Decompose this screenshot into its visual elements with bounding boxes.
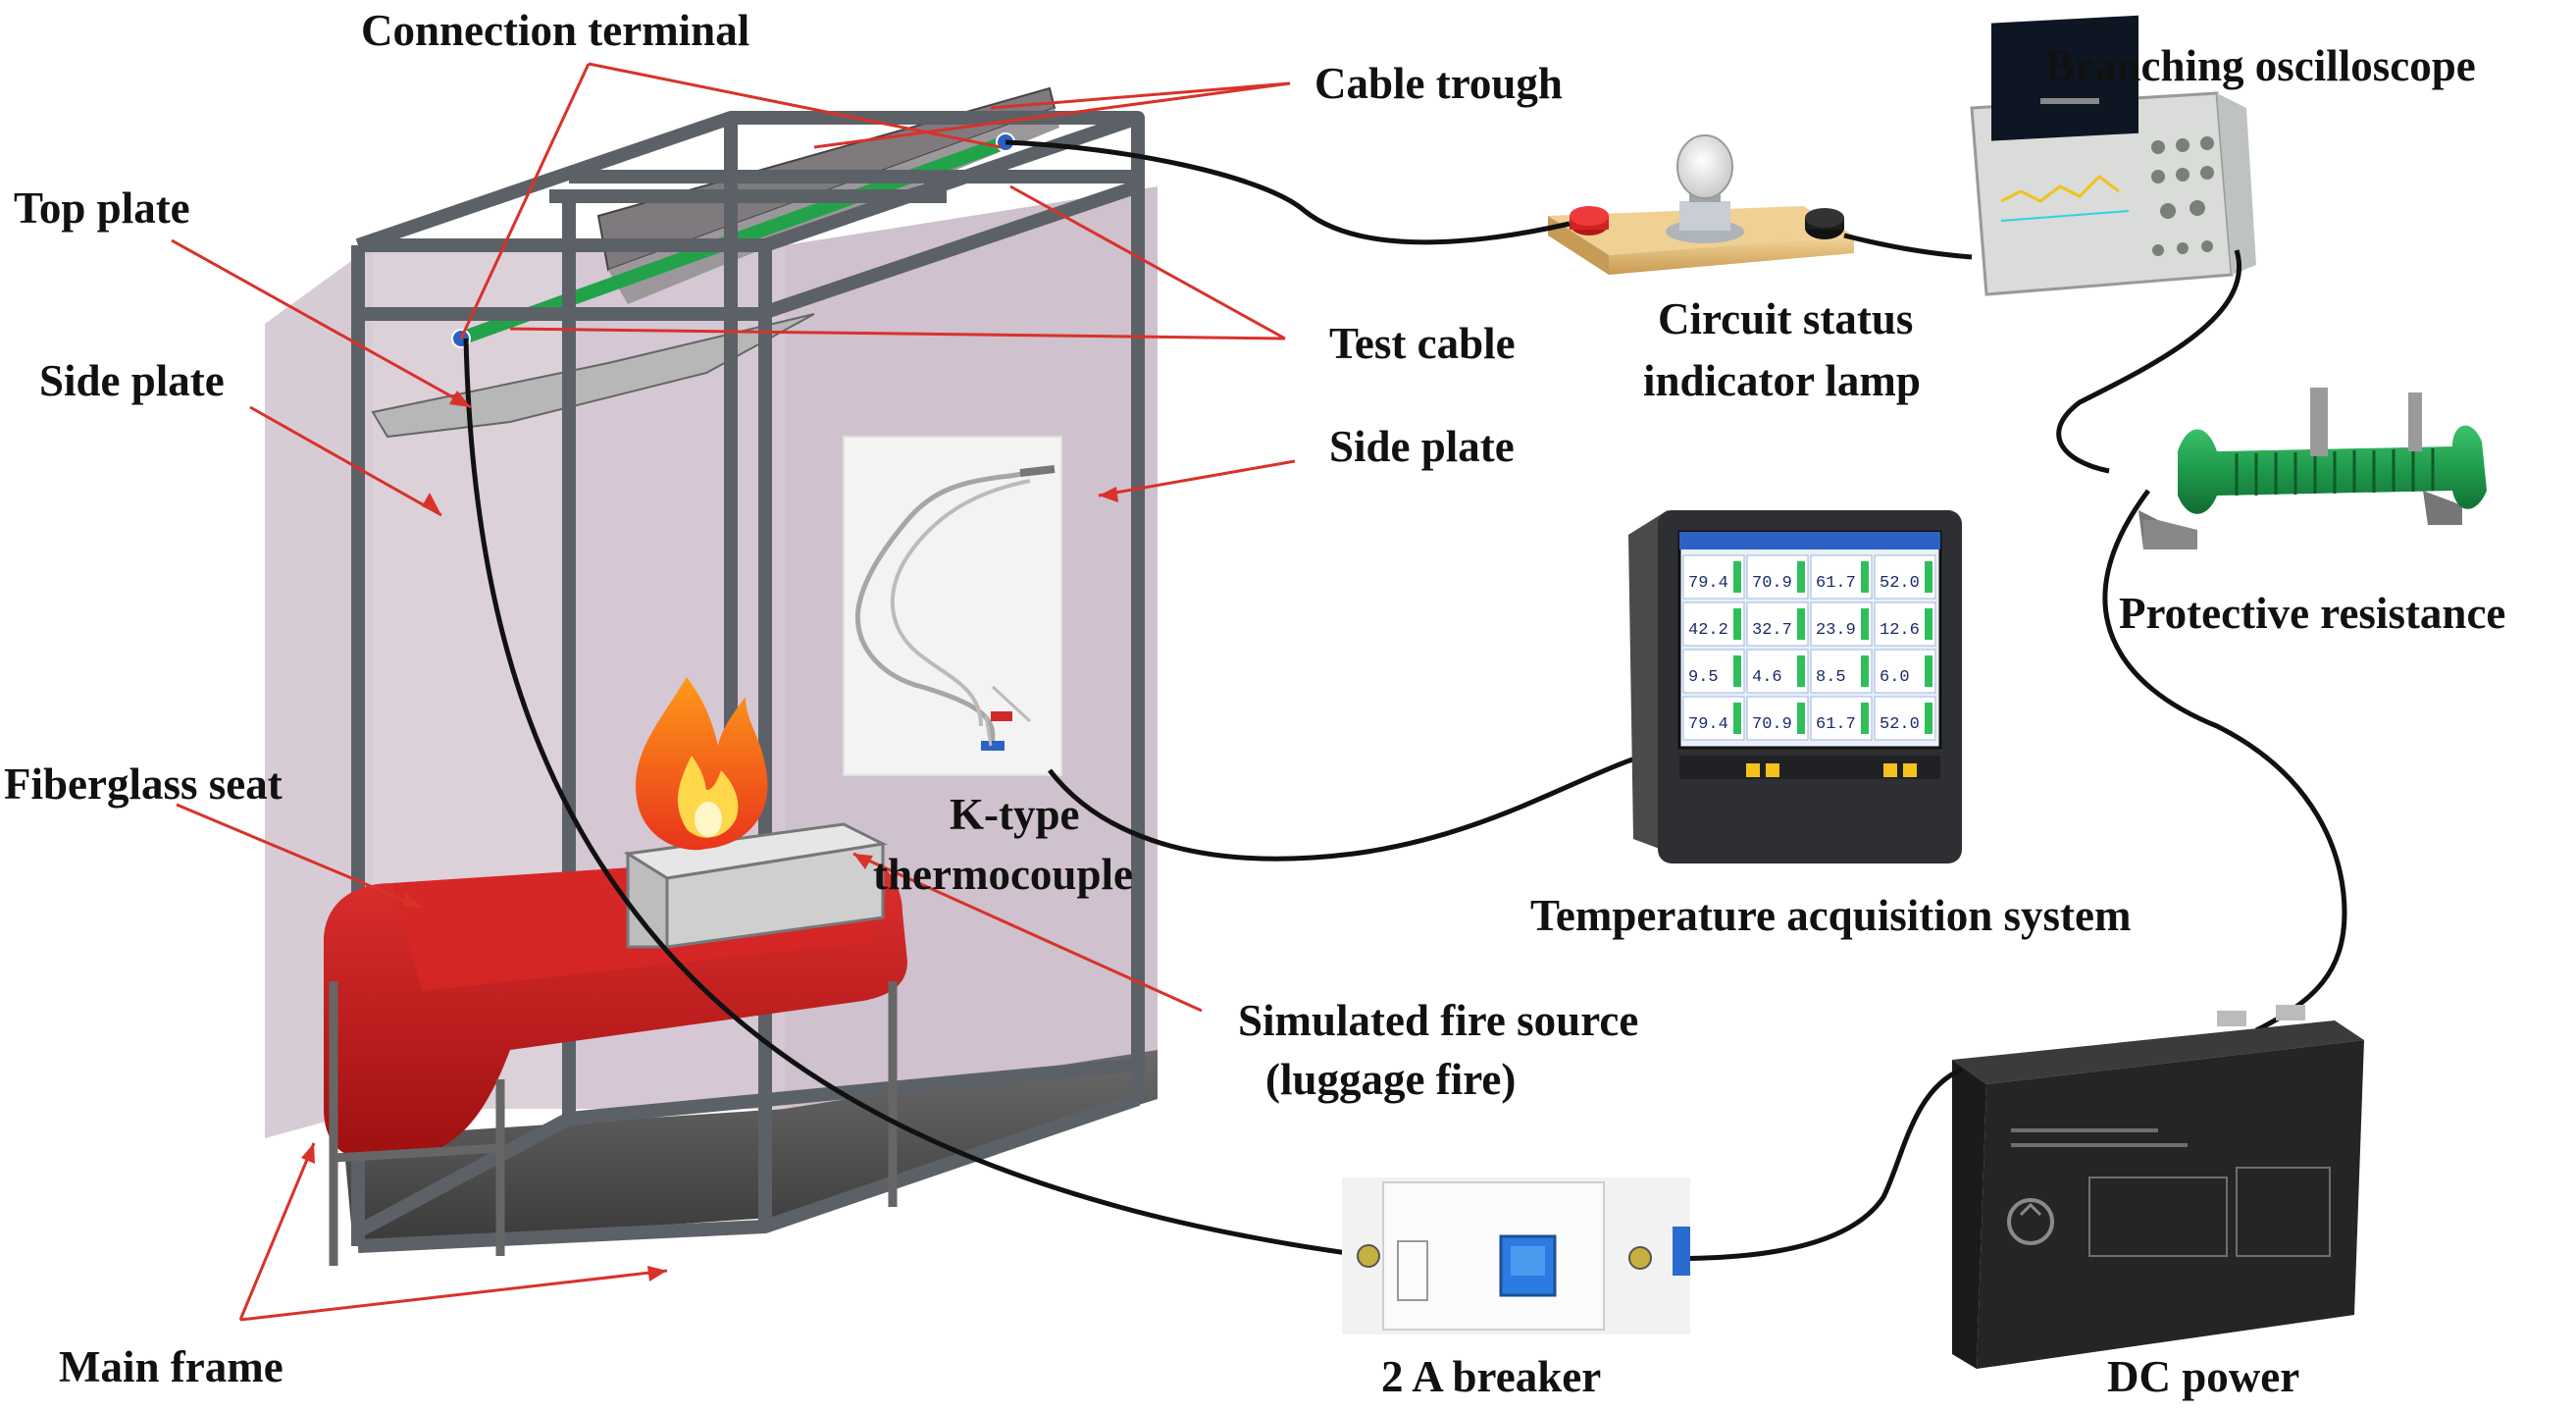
recorder-level-bar	[1733, 561, 1741, 593]
recorder-reading: 42.2	[1688, 621, 1728, 640]
recorder-reading: 9.5	[1688, 668, 1719, 687]
recorder-reading: 79.4	[1688, 715, 1728, 734]
label-k-type-line2: thermocouple	[873, 850, 1133, 899]
leader-arrowheads	[301, 391, 1118, 1281]
recorder-reading: 52.0	[1880, 574, 1920, 593]
label-protective-resistance: Protective resistance	[2119, 589, 2505, 638]
cable-oscilloscope-to-resistor	[2056, 249, 2241, 474]
recorder-level-bar	[1797, 655, 1805, 687]
flame-icon	[636, 677, 768, 851]
label-fiberglass-seat: Fiberglass seat	[4, 759, 283, 809]
protective-resistor	[2138, 388, 2487, 549]
cable-lamp-to-oscilloscope	[1843, 233, 1973, 260]
label-simulated-fire-line1: Simulated fire source	[1238, 996, 1638, 1045]
cable-dc-power-to-breaker	[1637, 1067, 1963, 1262]
label-temperature-system: Temperature acquisition system	[1530, 891, 2132, 940]
label-circuit-lamp-line1: Circuit status	[1658, 294, 1913, 343]
circuit-status-indicator-lamp	[1548, 134, 1854, 275]
recorder-level-bar	[1861, 608, 1869, 640]
recorder-reading: 6.0	[1880, 668, 1910, 687]
cable-left-to-breaker	[463, 338, 1369, 1259]
recorder-reading: 8.5	[1816, 668, 1846, 687]
label-simulated-fire-line2: (luggage fire)	[1265, 1055, 1516, 1104]
branching-oscilloscope	[1970, 15, 2256, 296]
dc-power-battery	[1952, 1005, 2364, 1369]
label-oscilloscope: Branching oscilloscope	[2045, 41, 2476, 90]
label-side-plate-left: Side plate	[39, 356, 225, 405]
label-side-plate-right: Side plate	[1329, 422, 1515, 471]
recorder-level-bar	[1925, 703, 1932, 734]
recorder-level-bar	[1797, 608, 1805, 640]
label-breaker: 2 A breaker	[1381, 1352, 1601, 1401]
recorder-level-bar	[1861, 655, 1869, 687]
label-k-type-line1: K-type	[950, 790, 1079, 839]
recorder-readings: 79.4 70.9 61.7 52.0 42.2 32.7 23.9 12.6 9.5 4.6 8.…	[1682, 554, 1936, 741]
label-circuit-lamp-line2: indicator lamp	[1643, 356, 1921, 405]
breaker-2a	[1342, 1177, 1690, 1334]
label-test-cable: Test cable	[1329, 319, 1516, 368]
recorder-reading: 61.7	[1816, 574, 1856, 593]
recorder-level-bar	[1797, 561, 1805, 593]
recorder-reading: 61.7	[1816, 715, 1856, 734]
recorder-reading: 12.6	[1880, 621, 1920, 640]
test-frame	[265, 86, 1369, 1266]
temperature-recorder: 79.4 70.9 61.7 52.0 42.2 32.7 23.9 12.6 9.5 4.6 8.…	[1628, 510, 1962, 863]
recorder-reading: 32.7	[1752, 621, 1792, 640]
cable-trough-to-lamp	[1005, 139, 1571, 245]
recycle-icon	[2007, 1198, 2054, 1245]
recorder-level-bar	[1925, 655, 1932, 687]
recorder-level-bar	[1925, 608, 1932, 640]
recorder-level-bar	[1861, 703, 1869, 734]
floor-plate	[343, 1050, 1158, 1246]
cable-resistor-to-dc-power	[2102, 489, 2347, 1033]
recorder-level-bar	[1861, 561, 1869, 593]
recorder-level-bar	[1733, 655, 1741, 687]
k-type-thermocouple	[843, 436, 1062, 776]
leader-lines	[171, 62, 1296, 1322]
light-bulb-icon	[1666, 134, 1744, 243]
recorder-level-bar	[1797, 703, 1805, 734]
label-cable-trough: Cable trough	[1314, 59, 1563, 108]
luggage-box	[623, 822, 888, 949]
recorder-level-bar	[1733, 703, 1741, 734]
recorder-reading: 70.9	[1752, 574, 1792, 593]
recorder-reading: 23.9	[1816, 621, 1856, 640]
cable-thermocouple-to-recorder	[1048, 743, 1678, 862]
label-connection-terminal: Connection terminal	[361, 6, 749, 55]
recorder-reading: 52.0	[1880, 715, 1920, 734]
label-top-plate: Top plate	[14, 183, 190, 233]
label-main-frame: Main frame	[59, 1342, 283, 1391]
recorder-level-bar	[1925, 561, 1932, 593]
recorder-level-bar	[1733, 608, 1741, 640]
recorder-reading: 79.4	[1688, 574, 1728, 593]
top-plate	[371, 313, 815, 439]
recorder-reading: 4.6	[1752, 668, 1782, 687]
label-dc-power: DC power	[2107, 1352, 2299, 1401]
recorder-reading: 70.9	[1752, 715, 1792, 734]
